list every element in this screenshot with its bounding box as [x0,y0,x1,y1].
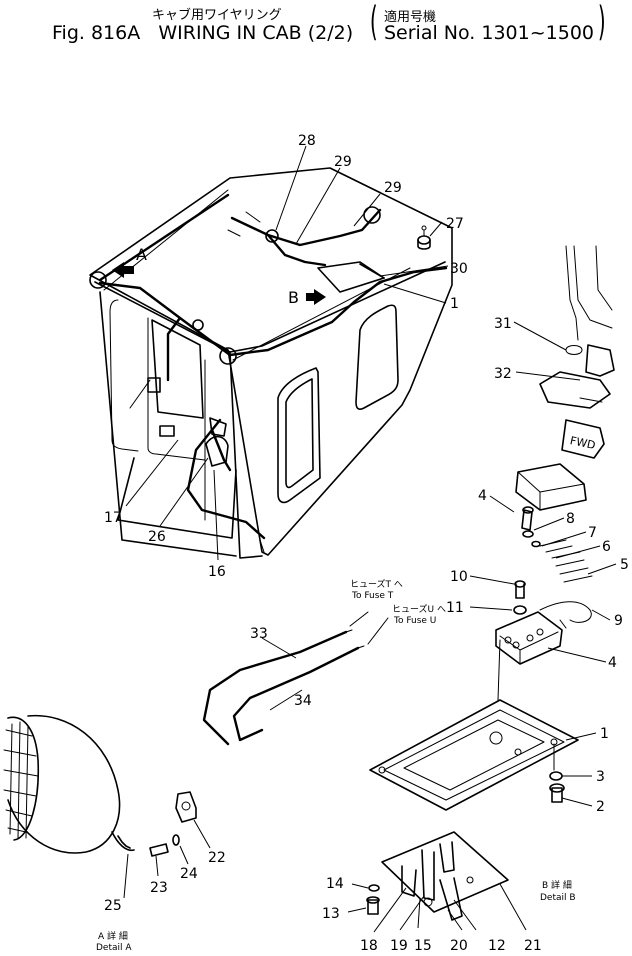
callout-9: 9 [614,613,623,629]
callout-1-cab: 1 [450,296,459,312]
relay-bracket-assembly [366,831,509,921]
callout-10: 10 [450,569,468,585]
callout-22: 22 [208,850,226,866]
fwd-indicator: FWD [561,419,605,459]
callout-32: 32 [494,366,512,382]
callout-4-cover: 4 [478,488,487,504]
fuse-screws [513,506,593,615]
fwd-label: FWD [569,434,597,452]
callout-17: 17 [104,510,122,526]
callout-3: 3 [596,769,605,785]
fuse-destination-labels: ヒューズT へ To Fuse T ヒューズU へ To Fuse U [350,578,446,626]
fuse-t-label: To Fuse T [351,591,394,601]
callout-31: 31 [494,316,512,332]
roof-wiring-harness [89,193,448,540]
detail-a-caption-japanese: A 詳 細 [98,930,128,942]
part-number-callouts: 28 29 29 27 30 1 31 32 4 8 7 6 5 10 11 9… [104,133,629,954]
callout-6: 6 [602,539,611,555]
detail-b-caption-japanese: B 詳 細 [542,879,572,891]
fuse-base-plate [369,639,579,811]
lamp-connector-27 [417,225,431,250]
view-label-a: A [136,245,147,264]
callout-2: 2 [596,799,605,815]
detail-captions: A 詳 細 Detail A B 詳 細 Detail B [96,879,576,953]
view-label-b: B [288,288,299,307]
callout-34: 34 [294,693,312,709]
fuse-u-label-japanese: ヒューズU へ [392,603,446,615]
callout-30: 30 [450,261,468,277]
callout-7: 7 [588,525,597,541]
callout-25: 25 [104,898,122,914]
callout-29-lower: 29 [384,180,402,196]
serial-number-range: Serial No. 1301~1500 [384,22,595,44]
detail-b-caption: Detail B [540,893,576,903]
right-bracket: ) [597,0,606,45]
callout-5: 5 [620,557,629,573]
figure-title: Fig. 816A WIRING IN CAB (2/2) [52,22,354,44]
callout-13: 13 [322,906,340,922]
fuse-box-cover [515,463,587,511]
callout-24: 24 [180,866,198,882]
headlamp-detail-a [3,714,197,857]
cab-frame-upper-right [539,245,615,409]
callout-11: 11 [446,600,464,616]
callout-26: 26 [148,529,166,545]
callout-33: 33 [250,626,268,642]
fuse-box [495,601,592,665]
callout-28: 28 [298,133,316,149]
callout-8: 8 [566,511,575,527]
left-bracket: ( [369,0,378,45]
callout-19: 19 [390,938,408,954]
leader-lines [123,145,617,933]
callout-18: 18 [360,938,378,954]
callout-12: 12 [488,938,506,954]
callout-15: 15 [414,938,432,954]
view-arrow-b: B [288,288,326,307]
fuse-u-label: To Fuse U [393,616,436,626]
callout-16: 16 [208,564,226,580]
callout-1-plate: 1 [600,726,609,742]
callout-14: 14 [326,876,344,892]
detail-a-caption: Detail A [96,943,132,953]
callout-27: 27 [446,216,464,232]
fuse-leads-33-34 [202,611,389,746]
callout-21: 21 [524,938,542,954]
callout-23: 23 [150,880,168,896]
applicability-japanese: 適用号機 [384,10,437,25]
view-arrow-a: A [112,245,147,278]
fuse-t-label-japanese: ヒューズT へ [350,578,403,590]
cab-body [89,167,453,559]
callout-20: 20 [450,938,468,954]
callout-4-box: 4 [608,655,617,671]
title-japanese: キャブ用ワイヤリング [152,8,282,23]
callout-29-upper: 29 [334,154,352,170]
